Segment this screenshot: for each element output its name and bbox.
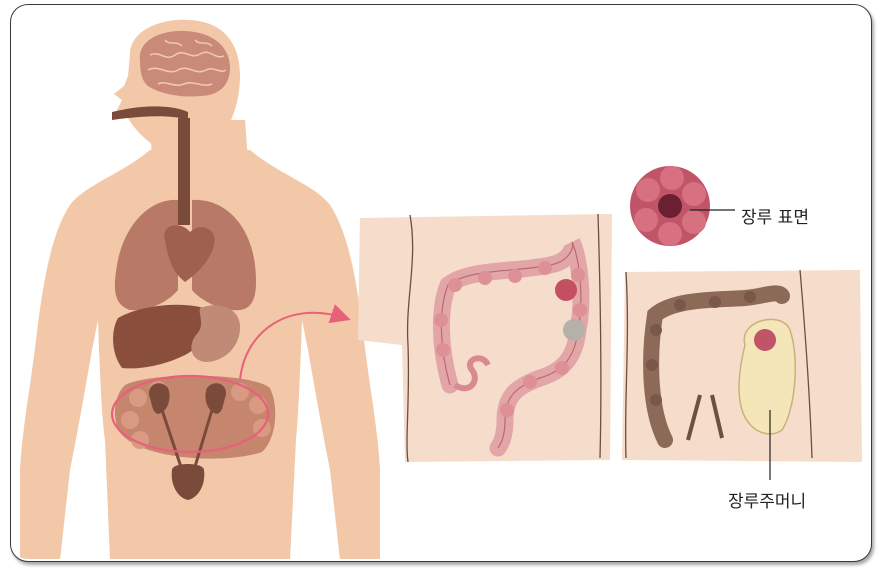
label-stoma-surface: 장루 표면 — [741, 203, 809, 228]
tumor-gray — [563, 319, 585, 341]
stoma-surface — [630, 166, 735, 246]
human-body — [20, 20, 380, 560]
tumor-red — [555, 279, 577, 301]
pouch-stoma — [754, 329, 776, 351]
stoma-opening — [658, 194, 682, 218]
label-stoma-pouch: 장루주머니 — [728, 487, 806, 512]
panel-colostomy — [622, 270, 862, 480]
trachea — [178, 118, 190, 225]
panel-normal-colon — [358, 214, 612, 462]
brain — [140, 31, 230, 97]
